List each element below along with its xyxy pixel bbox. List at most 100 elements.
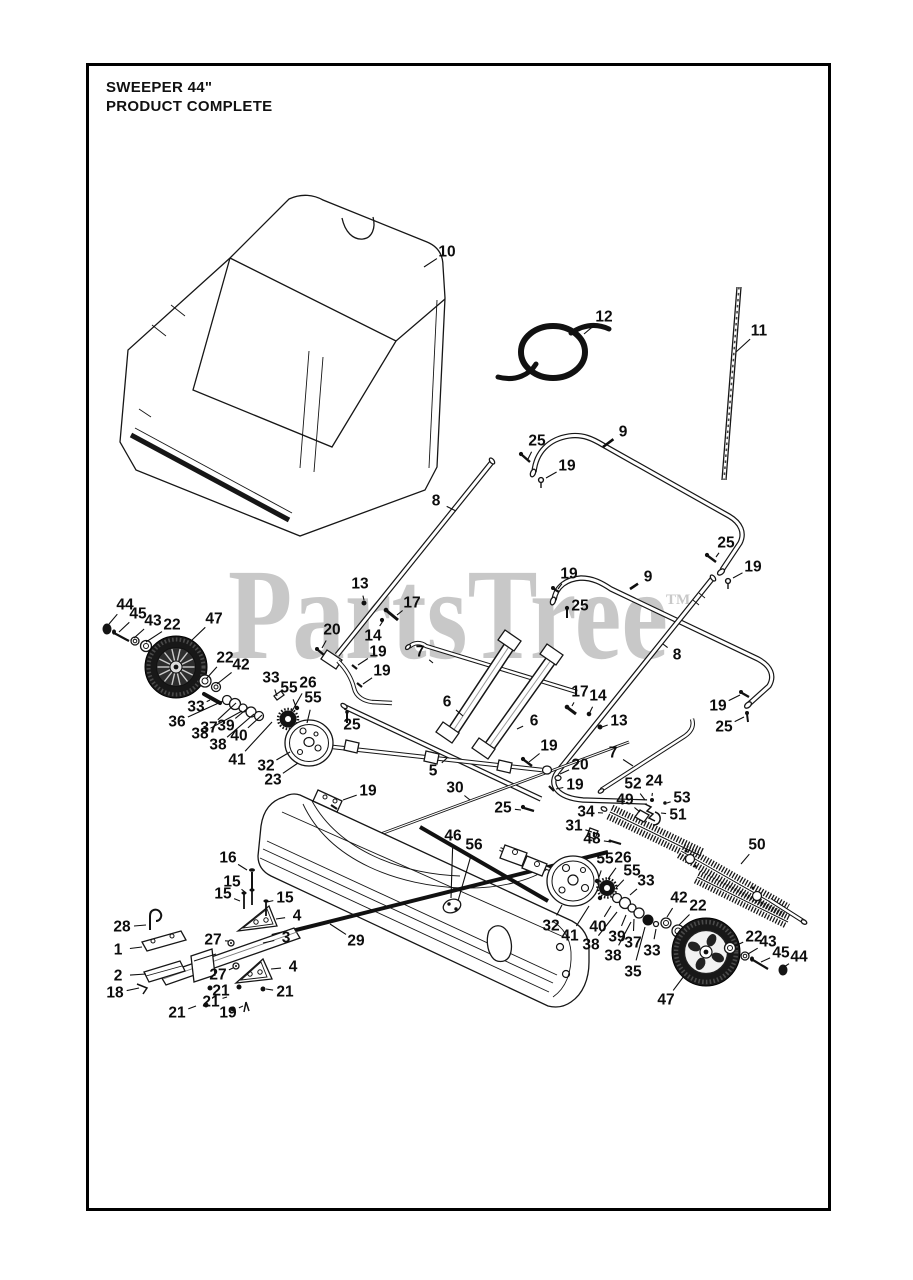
leader-line (620, 914, 627, 927)
leader-line (557, 583, 563, 590)
part-label-25: 25 (715, 719, 733, 736)
part-label-43: 43 (144, 613, 162, 630)
diagram-subtitle: PRODUCT COMPLETE (106, 98, 273, 115)
leader-line (735, 338, 751, 353)
leader-line (639, 793, 646, 801)
part-label-19: 19 (373, 663, 391, 680)
part-label-7: 7 (416, 644, 425, 661)
part-label-22: 22 (745, 929, 762, 946)
part-label-21: 21 (212, 983, 230, 1000)
part-label-19: 19 (359, 783, 377, 800)
leader-line (615, 879, 625, 889)
part-label-41: 41 (228, 752, 246, 769)
watermark: PartsTree (228, 543, 668, 687)
part-label-8: 8 (432, 493, 441, 510)
leader-line (672, 975, 685, 991)
leader-line (653, 928, 657, 940)
leader-line (514, 808, 522, 811)
part-label-42: 42 (670, 890, 687, 907)
handle-bow-lower (549, 578, 771, 709)
part-label-14: 14 (364, 628, 382, 645)
part-label-2: 2 (114, 968, 123, 985)
part-label-33: 33 (643, 943, 661, 960)
part-label-13: 13 (351, 576, 369, 593)
part-label-8: 8 (673, 647, 682, 664)
leader-line (129, 946, 143, 950)
leader-line (622, 759, 634, 767)
leader-line (238, 1005, 244, 1009)
part-label-19: 19 (709, 698, 727, 715)
leader-line (357, 658, 369, 666)
leader-line (583, 324, 596, 335)
part-label-10: 10 (438, 244, 455, 261)
handle-tube-lower (554, 574, 717, 802)
leader-line (274, 689, 278, 697)
cable-coil-drawing (495, 323, 612, 381)
wheel-spoke (181, 658, 194, 665)
leader-line (266, 900, 274, 903)
spring-clip-cluster (586, 798, 667, 846)
part-label-51: 51 (669, 807, 687, 824)
leader-line (129, 973, 147, 976)
part-label-27: 27 (209, 967, 226, 984)
wheel-spoke (158, 658, 171, 665)
leader-line (734, 716, 745, 723)
part-label-38: 38 (191, 726, 209, 743)
leader-line (559, 769, 570, 775)
leader-line (629, 582, 639, 591)
part-label-45: 45 (772, 945, 790, 962)
part-label-19: 19 (219, 1005, 237, 1022)
leader-line (760, 957, 771, 963)
part-label-25: 25 (494, 800, 512, 817)
leader-line (740, 853, 750, 865)
leader-line (450, 847, 454, 899)
leader-line (362, 595, 365, 601)
wheel-spoke (171, 673, 176, 686)
part-label-31: 31 (565, 818, 583, 835)
part-label-46: 46 (444, 828, 462, 845)
leader-line (133, 628, 145, 639)
leader-line (607, 867, 617, 880)
leader-line (589, 706, 594, 713)
part-label-11: 11 (751, 323, 768, 340)
part-label-42: 42 (232, 657, 249, 674)
leader-line (145, 631, 163, 643)
part-label-22: 22 (689, 898, 706, 915)
part-label-55: 55 (280, 680, 298, 697)
part-label-48: 48 (583, 831, 601, 848)
leader-line (597, 911, 618, 936)
leader-line (342, 794, 357, 801)
part-label-15: 15 (276, 890, 294, 907)
part-label-26: 26 (299, 675, 317, 692)
leader-line (585, 829, 593, 833)
leader-line (457, 856, 472, 902)
part-label-13: 13 (610, 713, 628, 730)
part-label-27: 27 (204, 932, 221, 949)
part-label-5: 5 (429, 763, 438, 780)
part-label-19: 19 (558, 458, 576, 475)
part-label-52: 52 (624, 776, 641, 793)
part-label-15: 15 (214, 886, 232, 903)
right-wheel-drawing (671, 917, 788, 987)
leader-line (783, 963, 790, 968)
leader-line (603, 840, 612, 843)
leader-line (217, 702, 237, 721)
cross-tube-right (471, 643, 564, 760)
leader-line (290, 693, 303, 714)
leader-line (237, 863, 248, 871)
part-label-18: 18 (106, 985, 124, 1002)
leader-line (362, 677, 373, 685)
part-label-23: 23 (264, 772, 282, 789)
leader-line (396, 610, 403, 616)
leader-line (603, 905, 612, 918)
part-label-22: 22 (163, 617, 180, 634)
part-label-33: 33 (262, 670, 280, 687)
part-label-44: 44 (790, 949, 808, 966)
part-label-16: 16 (219, 850, 237, 867)
wheel-spoke (176, 673, 181, 686)
handle-bow-upper (529, 436, 742, 576)
leader-line (601, 724, 608, 728)
leader-line (306, 709, 311, 724)
leader-line (635, 926, 646, 961)
